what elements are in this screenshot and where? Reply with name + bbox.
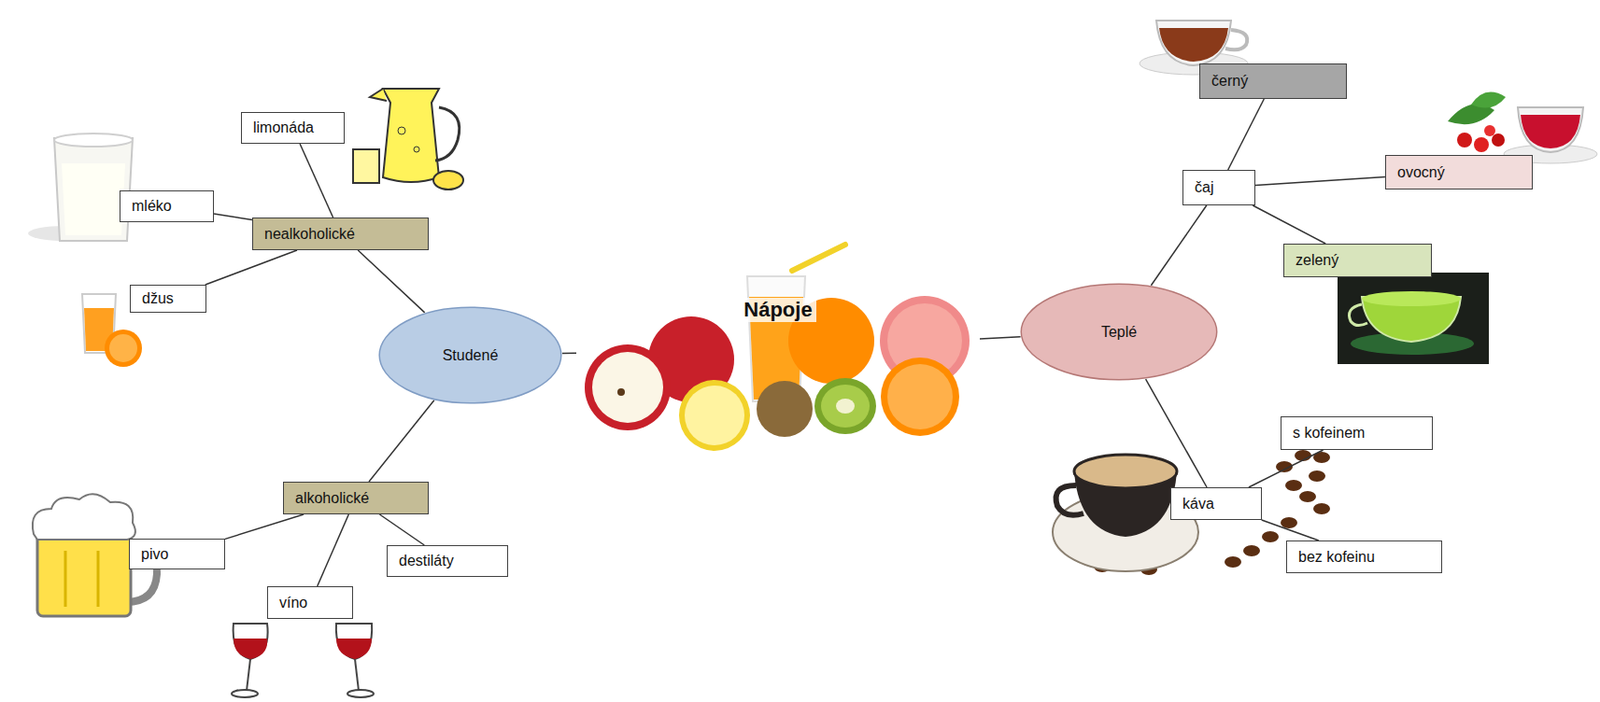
item-box: černý <box>1199 63 1347 100</box>
wine-glasses <box>231 623 374 698</box>
node-label: mléko <box>131 197 172 215</box>
node-label: Nápoje <box>739 297 816 323</box>
branch-line <box>379 514 425 546</box>
item-box: pivo <box>128 538 226 570</box>
node-label: ovocný <box>1397 163 1445 182</box>
branch-line <box>368 400 435 482</box>
category-box: čaj <box>1182 169 1256 206</box>
category-box: nealkoholické <box>252 217 429 251</box>
branch-line <box>1255 177 1386 186</box>
node-label: džus <box>141 289 174 308</box>
fruit-tea-cup <box>1447 92 1598 164</box>
branch-line <box>979 337 1021 340</box>
branch-line <box>1248 450 1324 488</box>
central-topic: Nápoje <box>576 244 980 454</box>
branch-line <box>1252 205 1326 244</box>
category-box: káva <box>1170 487 1262 521</box>
branch-line <box>225 514 304 539</box>
branch-line <box>1228 99 1265 170</box>
node-label: bez kofeinu <box>1298 548 1375 567</box>
fruit-illustration <box>584 244 970 452</box>
item-box: limonáda <box>240 112 345 144</box>
item-box: džus <box>129 284 207 313</box>
lemonade-jug <box>353 88 464 190</box>
item-box: víno <box>267 586 354 620</box>
branch-ellipse: Teplé <box>1019 283 1218 382</box>
milk-glass <box>28 133 133 241</box>
branch-line <box>562 353 577 355</box>
green-tea-photo <box>1337 272 1489 365</box>
branch-line <box>299 143 334 218</box>
branch-line <box>1150 205 1206 286</box>
item-box: zelený <box>1283 243 1432 278</box>
branch-line <box>205 250 298 285</box>
node-label: destiláty <box>398 552 454 570</box>
branch-line <box>1261 520 1319 541</box>
node-label: nealkoholické <box>264 225 355 243</box>
branch-line <box>213 213 253 221</box>
node-label: káva <box>1182 495 1215 513</box>
node-label: Teplé <box>1101 323 1137 341</box>
branch-line <box>1146 379 1208 488</box>
node-label: černý <box>1211 71 1248 90</box>
node-label: víno <box>279 594 308 612</box>
node-label: zelený <box>1295 251 1339 270</box>
item-box: s kofeinem <box>1280 416 1433 451</box>
node-label: Studené <box>442 346 499 365</box>
item-box: mléko <box>119 190 214 223</box>
item-box: destiláty <box>386 545 509 578</box>
node-label: alkoholické <box>295 489 369 508</box>
item-box: bez kofeinu <box>1286 540 1443 574</box>
item-box: ovocný <box>1385 155 1533 190</box>
branch-line <box>317 514 350 587</box>
node-label: čaj <box>1194 178 1214 197</box>
branch-ellipse: Studené <box>378 306 563 405</box>
node-label: pivo <box>141 545 169 564</box>
node-label: limonáda <box>253 118 314 137</box>
category-box: alkoholické <box>283 481 429 515</box>
node-label: s kofeinem <box>1292 424 1365 442</box>
branch-line <box>357 250 425 313</box>
